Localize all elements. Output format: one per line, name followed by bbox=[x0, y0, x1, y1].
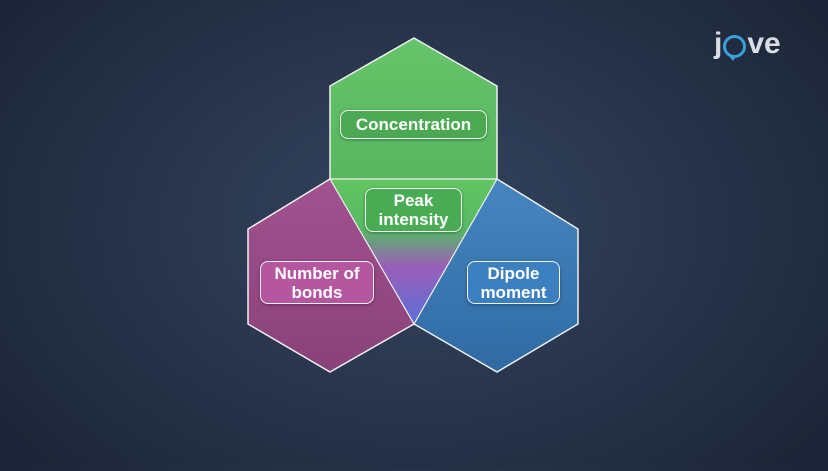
peak-intensity-line2: intensity bbox=[378, 210, 449, 229]
logo-letter-j: j bbox=[714, 27, 723, 60]
concentration-text: Concentration bbox=[355, 115, 472, 134]
peak-intensity-line1: Peak bbox=[393, 191, 434, 210]
concentration-label: Concentration bbox=[340, 110, 487, 139]
dipole-moment-label: Dipole moment bbox=[467, 261, 560, 304]
jove-logo: j ve bbox=[714, 26, 794, 62]
logo-letters-ve: ve bbox=[747, 27, 781, 60]
number-of-bonds-line1: Number of bbox=[274, 263, 360, 283]
dipole-moment-line2: moment bbox=[480, 282, 547, 302]
speech-bubble-icon bbox=[723, 34, 747, 61]
number-of-bonds-line2: bonds bbox=[291, 282, 343, 302]
number-of-bonds-label: Number of bonds bbox=[260, 261, 374, 304]
dipole-moment-line1: Dipole bbox=[487, 263, 540, 283]
peak-intensity-label: Peak intensity bbox=[365, 188, 462, 232]
